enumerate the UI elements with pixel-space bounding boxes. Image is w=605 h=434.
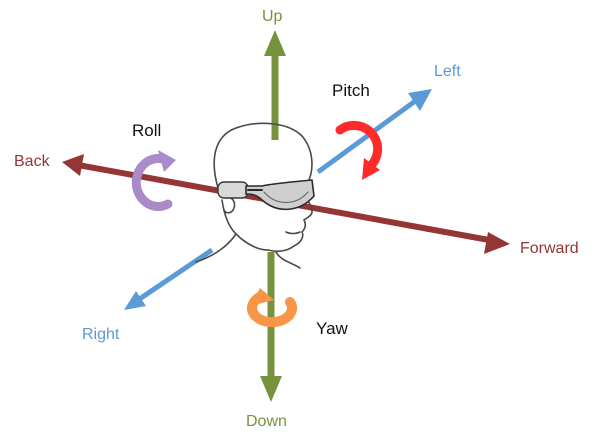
up-arrowhead (264, 30, 286, 56)
forward-arrowhead (484, 232, 510, 254)
head-with-smart-glasses-icon (196, 123, 314, 268)
right-label: Right (82, 326, 119, 344)
roll-label: Roll (132, 122, 161, 140)
back-arrowhead (62, 154, 84, 176)
up-down-axis (260, 30, 286, 402)
yaw-label: Yaw (316, 320, 348, 338)
left-label: Left (434, 63, 461, 81)
pitch-label: Pitch (332, 82, 370, 100)
back-label: Back (14, 153, 50, 171)
down-label: Down (246, 413, 287, 431)
down-arrowhead (260, 376, 282, 402)
up-label: Up (262, 8, 282, 26)
forward-label: Forward (520, 240, 579, 258)
left-arrowhead (408, 89, 432, 111)
